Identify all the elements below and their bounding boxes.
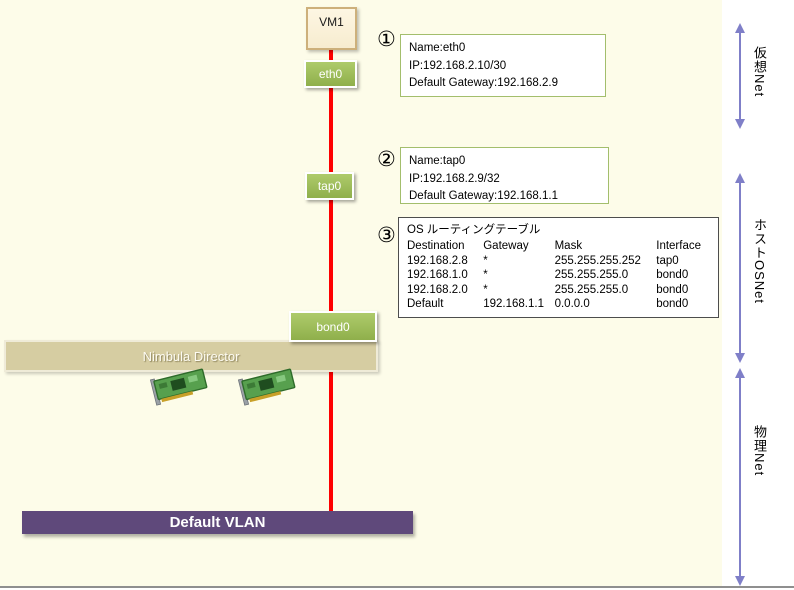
cell-interface: bond0 [656, 269, 689, 282]
nic-card-icon [237, 368, 296, 406]
virtual-net-label: 仮想Net [752, 46, 767, 98]
cell-interface: bond0 [656, 283, 689, 296]
physical-net-label: 物理Net [752, 425, 767, 477]
tap0-gateway-line: Default Gateway:192.168.1.1 [409, 190, 558, 202]
tap0-annotation-box: Name:tap0 IP:192.168.2.9/32 Default Gate… [400, 147, 609, 204]
tap0-name-line: Name:tap0 [409, 155, 466, 167]
cell-mask: 255.255.255.252 [554, 254, 641, 267]
cell-gateway: * [483, 269, 488, 282]
cell-mask: 255.255.255.0 [554, 269, 629, 282]
cell-mask: 255.255.255.0 [554, 283, 629, 296]
routing-table-row: 192.168.1.0 * 255.255.255.0 bond0 [407, 268, 710, 283]
tap0-node: tap0 [305, 172, 354, 200]
routing-table-title: OS ルーティングテーブル [407, 224, 541, 236]
vm1-label: VM1 [319, 15, 344, 29]
eth0-name-line: Name:eth0 [409, 42, 466, 54]
cell-mask: 0.0.0.0 [554, 298, 590, 311]
header-destination: Destination [407, 240, 465, 252]
virtual-net-range-arrow [735, 23, 745, 129]
routing-table-row: Default 192.168.1.1 0.0.0.0 bond0 [407, 297, 710, 312]
cell-destination: 192.168.2.0 [407, 283, 468, 296]
routing-table-row: 192.168.2.8 * 255.255.255.252 tap0 [407, 254, 710, 269]
cell-interface: bond0 [656, 298, 689, 311]
routing-table-header-row: Destination Gateway Mask Interface [407, 239, 710, 254]
nic-card-icon [149, 368, 208, 406]
annotation-marker-2: ② [377, 148, 396, 171]
routing-table-box: OS ルーティングテーブル Destination Gateway Mask I… [398, 217, 719, 318]
physical-net-range-arrow [735, 368, 745, 586]
routing-table-row: 192.168.2.0 * 255.255.255.0 bond0 [407, 283, 710, 298]
bond0-node: bond0 [289, 311, 377, 342]
header-gateway: Gateway [483, 240, 529, 252]
network-path-line [329, 50, 333, 511]
cell-destination: Default [407, 298, 444, 311]
cell-interface: tap0 [656, 254, 679, 267]
tap0-ip-line: IP:192.168.2.9/32 [409, 172, 500, 185]
host-os-net-range-arrow [735, 173, 745, 363]
cell-destination: 192.168.1.0 [407, 269, 468, 282]
vm1-node: VM1 [306, 7, 357, 50]
bottom-divider [0, 586, 794, 588]
header-mask: Mask [554, 240, 583, 252]
eth0-ip-line: IP:192.168.2.10/30 [409, 59, 507, 72]
host-os-net-label: ホストOSNet [752, 218, 767, 305]
eth0-gateway-line: Default Gateway:192.168.2.9 [409, 77, 558, 89]
cell-gateway: 192.168.1.1 [483, 298, 544, 311]
eth0-node: eth0 [304, 60, 357, 88]
nimbula-director-bar: Nimbula Director [4, 340, 378, 372]
header-interface: Interface [656, 240, 701, 252]
annotation-marker-3: ③ [377, 224, 396, 247]
cell-destination: 192.168.2.8 [407, 254, 468, 267]
cell-gateway: * [483, 283, 488, 296]
default-vlan-bar: Default VLAN [22, 511, 413, 534]
eth0-annotation-box: Name:eth0 IP:192.168.2.10/30 Default Gat… [400, 34, 606, 97]
annotation-marker-1: ① [377, 28, 396, 51]
cell-gateway: * [483, 254, 488, 267]
